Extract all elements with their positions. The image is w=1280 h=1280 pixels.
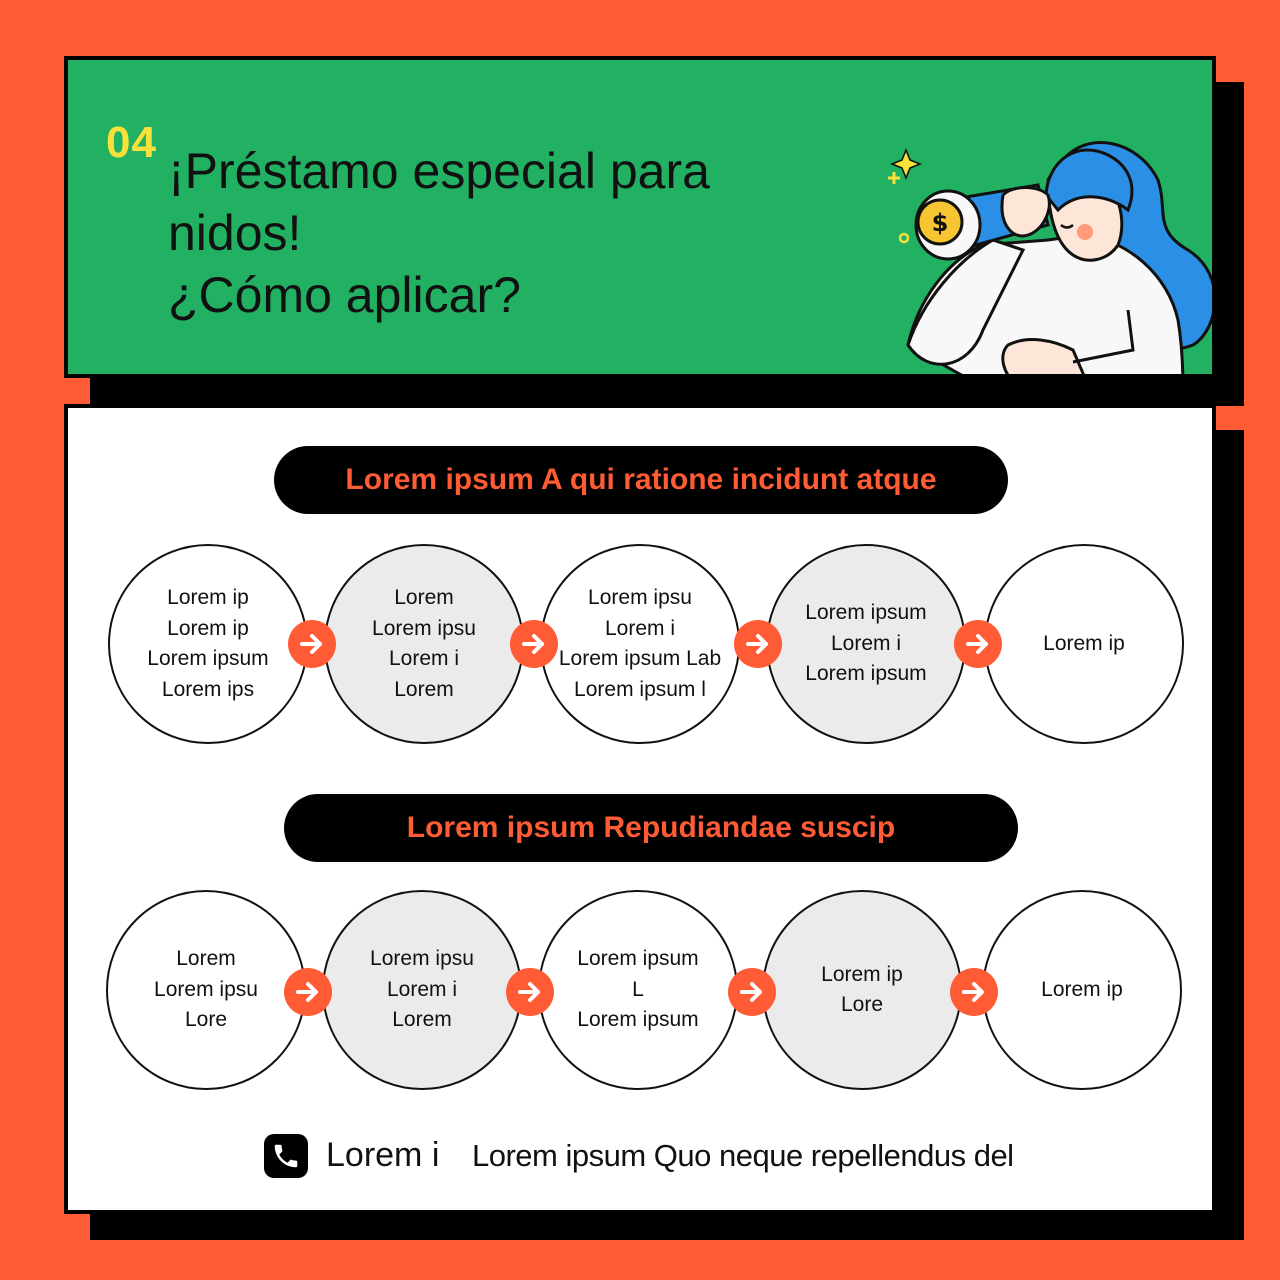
section-heading: Lorem ipsum A qui ratione incidunt atque <box>274 446 1008 514</box>
step-circle: Lorem Lorem ipsu Lore <box>106 890 306 1090</box>
page-title: ¡Préstamo especial para nidos! ¿Cómo apl… <box>168 140 788 326</box>
step-line: Lorem i <box>830 631 902 655</box>
step-line: Lore <box>184 1008 228 1032</box>
step-line: Lorem ip <box>167 616 249 640</box>
footer-label: Lorem i <box>326 1136 440 1174</box>
step-line: Lorem ipsum <box>805 662 927 686</box>
step-circle: Lorem ipsu Lorem i Lorem ipsum Lab Lorem… <box>540 544 740 744</box>
step-circle: Lorem ip <box>984 544 1184 744</box>
step-line: Lorem i <box>388 647 460 670</box>
footer-text: Lorem ipsum Quo neque repellendus del <box>472 1138 1014 1173</box>
step-line: L <box>632 977 644 1001</box>
svg-text:$: $ <box>932 209 949 237</box>
plus-icon <box>888 172 900 184</box>
arrow-right-icon <box>728 968 776 1016</box>
step-line: Lorem <box>394 586 454 609</box>
step-line: Lorem ip <box>1043 631 1125 655</box>
step-circle: Lorem ip <box>982 890 1182 1090</box>
arrow-right-icon <box>954 620 1002 668</box>
step-line: Lorem ip <box>821 962 903 986</box>
arrow-right-icon <box>288 620 336 668</box>
step-line: Lorem ipsu <box>370 947 474 971</box>
step-line: Lorem <box>176 947 236 971</box>
phone-icon <box>264 1134 308 1178</box>
step-line: Lorem i <box>386 977 458 1001</box>
step-line: Lorem ipsu <box>154 977 258 1001</box>
step-circle: Lorem ipsum L Lorem ipsum <box>538 890 738 1090</box>
step-circle: Lorem ipsu Lorem i Lorem <box>322 890 522 1090</box>
arrow-right-icon <box>734 620 782 668</box>
arrow-right-icon <box>506 968 554 1016</box>
step-line: Lorem <box>394 677 454 701</box>
step-line: Lorem ipsum <box>805 601 927 625</box>
step-line: Lorem ipsum Lab <box>558 647 722 670</box>
step-line: Lorem ipsum <box>577 947 699 971</box>
sparkle-icon <box>889 147 923 181</box>
title-line: ¡Préstamo especial para <box>168 143 710 199</box>
step-circle: Lorem ip Lore <box>762 890 962 1090</box>
arrow-right-icon <box>284 968 332 1016</box>
main-panel: Lorem ipsum A qui ratione incidunt atque… <box>64 404 1216 1214</box>
step-circle: Lorem ipsum Lorem i Lorem ipsum <box>766 544 966 744</box>
step-line: Lorem ipsu <box>588 586 692 609</box>
step-line: Lorem ip <box>167 586 249 609</box>
step-line: Lore <box>840 993 884 1016</box>
step-number: 04 <box>106 118 157 167</box>
step-line: Lorem ips <box>161 677 255 701</box>
step-line: Lorem ipsum <box>577 1008 699 1032</box>
step-circle: Lorem ip Lorem ip Lorem ipsum Lorem ips <box>108 544 308 744</box>
title-line: ¿Cómo aplicar? <box>168 267 521 323</box>
step-line: Lorem ip <box>1041 977 1123 1001</box>
section-heading: Lorem ipsum Repudiandae suscip <box>284 794 1018 862</box>
step-line: Lorem <box>392 1008 452 1032</box>
step-line: Lorem ipsum l <box>574 677 706 701</box>
step-line: Lorem ipsu <box>372 616 476 640</box>
dot-icon <box>898 232 910 244</box>
step-line: Lorem ipsum <box>147 647 269 670</box>
arrow-right-icon <box>950 968 998 1016</box>
step-line: Lorem i <box>604 616 676 640</box>
title-line: nidos! <box>168 205 302 261</box>
header-panel: 04 ¡Préstamo especial para nidos! ¿Cómo … <box>64 56 1216 378</box>
step-circle: Lorem Lorem ipsu Lorem i Lorem <box>324 544 524 744</box>
woman-with-telescope-illustration: $ <box>888 141 1212 374</box>
arrow-right-icon <box>510 620 558 668</box>
